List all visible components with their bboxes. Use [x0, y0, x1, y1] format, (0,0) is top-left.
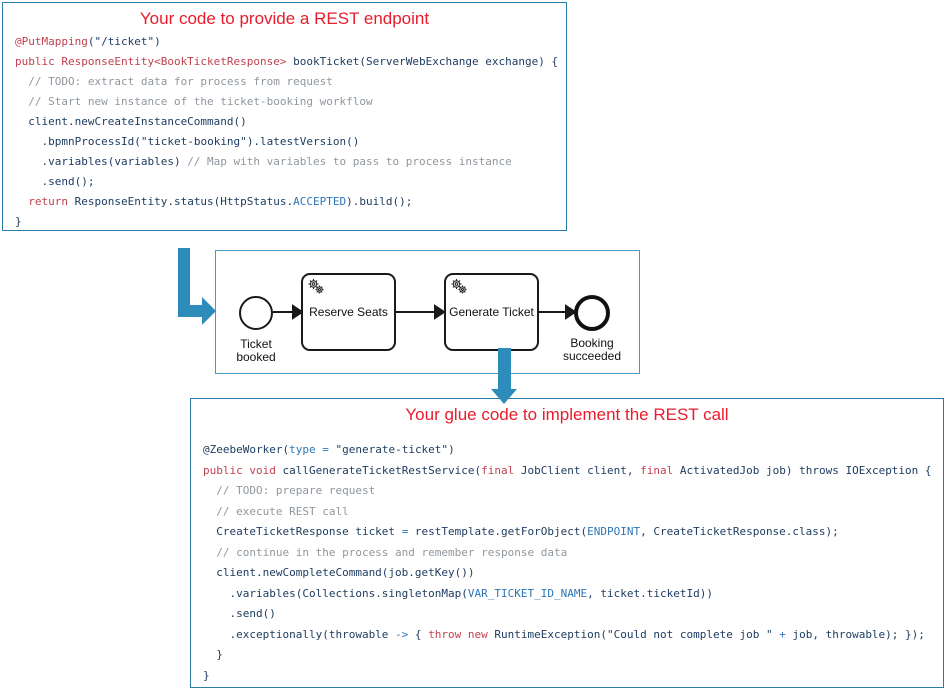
service-task-gear-icon: [450, 278, 470, 299]
code-line: .exceptionally(throwable -> { throw new …: [203, 627, 925, 641]
code-line: }: [203, 668, 210, 682]
code-line: .send();: [15, 175, 95, 188]
l-arrow-into-diagram: [178, 248, 202, 317]
code-line: public ResponseEntity<BookTicketResponse…: [15, 55, 559, 68]
code-line: .bpmnProcessId("ticket-booking").latestV…: [15, 135, 360, 148]
service-task-gear-icon: [307, 278, 327, 299]
rest-endpoint-code-panel: Your code to provide a REST endpoint @Pu…: [2, 2, 567, 231]
task-generate-ticket: Generate Ticket: [444, 273, 539, 351]
code-line: public void callGenerateTicketRestServic…: [203, 463, 932, 477]
code-line: // Start new instance of the ticket-book…: [15, 95, 373, 108]
code-line: // execute REST call: [203, 504, 349, 518]
code-line: .send(): [203, 607, 276, 620]
end-event-label: Booking succeeded: [562, 336, 622, 363]
bpmn-diagram-panel: Ticket booked: [215, 250, 640, 374]
code-line: }: [203, 648, 223, 661]
code-line: }: [15, 215, 22, 228]
code-line: return ResponseEntity.status(HttpStatus.…: [15, 195, 413, 208]
start-event-label: Ticket booked: [236, 337, 276, 364]
code-line: .variables(Collections.singletonMap(VAR_…: [203, 586, 713, 600]
code-line: // TODO: prepare request: [203, 484, 376, 497]
code-line: // continue in the process and remember …: [203, 545, 568, 559]
code-line: @ZeebeWorker(type = "generate-ticket"): [203, 443, 455, 456]
task-label: Reserve Seats: [309, 305, 388, 319]
code-line: client.newCreateInstanceCommand(): [15, 115, 247, 128]
glue-code-title: Your glue code to implement the REST cal…: [405, 405, 729, 424]
start-event-circle: [239, 296, 273, 330]
rest-endpoint-code-listing: @PutMapping("/ticket") public ResponseEnt…: [15, 32, 558, 232]
code-line: client.newCompleteCommand(job.getKey()): [203, 566, 475, 579]
glue-code-listing: @ZeebeWorker(type = "generate-ticket") pu…: [203, 440, 932, 686]
end-event-circle: [574, 295, 610, 331]
sequence-flow-arrows: [273, 304, 577, 320]
code-line: // TODO: extract data for process from r…: [15, 75, 333, 88]
code-line: CreateTicketResponse ticket = restTempla…: [203, 525, 839, 538]
task-reserve-seats: Reserve Seats: [301, 273, 396, 351]
task-label: Generate Ticket: [449, 305, 534, 319]
rest-endpoint-code-title: Your code to provide a REST endpoint: [139, 9, 430, 28]
code-line: @PutMapping("/ticket"): [15, 35, 161, 48]
code-line: .variables(variables) // Map with variab…: [15, 155, 512, 168]
glue-code-panel: Your glue code to implement the REST cal…: [190, 398, 944, 688]
l-arrow-head: [202, 297, 216, 325]
